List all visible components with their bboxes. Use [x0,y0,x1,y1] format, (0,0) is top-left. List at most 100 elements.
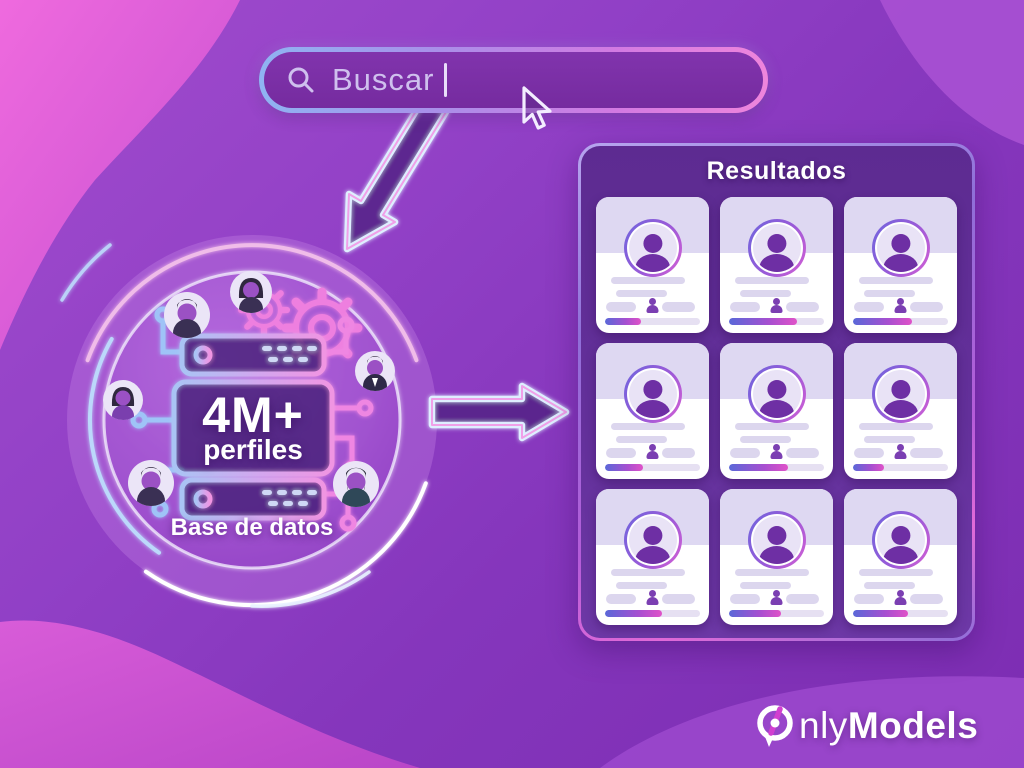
person-icon [628,370,677,418]
progress-bar [853,464,948,471]
profile-avatar [747,511,806,569]
profile-card[interactable] [844,489,957,625]
meta-tag-right [661,302,696,312]
profile-avatar [747,365,806,423]
beard-man-avatar [333,461,379,507]
person-icon [876,224,925,272]
wave-top-right [880,0,1024,145]
meta-tag-right [909,594,944,604]
profile-avatar [871,219,930,277]
wave-bottom-right [600,676,1024,768]
progress-fill [853,464,885,471]
small-person-icon [646,298,659,313]
database-avatars [103,271,395,507]
name-placeholder-line [858,277,934,284]
progress-fill [729,464,788,471]
meta-tag-left [730,302,760,312]
progress-fill [605,610,662,617]
small-person-icon [770,298,783,313]
person-icon [752,224,801,272]
progress-bar [605,610,700,617]
info-placeholder-line [616,290,668,297]
progress-bar [729,464,824,471]
meta-tag-left [854,302,884,312]
small-person-icon [894,444,907,459]
small-person-icon [894,298,907,313]
meta-tag-left [854,594,884,604]
wave-bottom-left [0,620,420,768]
info-placeholder-line [740,582,792,589]
profile-card[interactable] [720,489,833,625]
profile-card[interactable] [596,343,709,479]
profile-card[interactable] [844,343,957,479]
neon-arcs [60,243,428,608]
brand-name-regular: nly [799,705,848,746]
profile-avatar [871,511,930,569]
search-bar-field[interactable]: Buscar [264,52,763,108]
progress-fill [853,318,912,325]
progress-fill [729,318,798,325]
profile-card[interactable] [844,197,957,333]
info-placeholder-line [740,436,792,443]
profile-avatar [871,365,930,423]
database-count-label: perfiles [203,434,303,465]
info-placeholder-line [616,436,668,443]
meta-tag-right [785,448,820,458]
meta-tag-right [661,594,696,604]
woman-avatar [103,380,143,420]
name-placeholder-line [610,277,686,284]
search-bar[interactable]: Buscar [259,47,768,113]
name-placeholder-line [734,277,810,284]
progress-bar [729,318,824,325]
profile-card[interactable] [720,343,833,479]
name-placeholder-line [610,423,686,430]
progress-bar [605,464,700,471]
progress-fill [853,610,909,617]
person-icon [876,516,925,564]
profile-card[interactable] [596,197,709,333]
meta-tag-left [854,448,884,458]
name-placeholder-line [858,569,934,576]
progress-bar [605,318,700,325]
meta-tag-left [606,448,636,458]
meta-tag-right [785,594,820,604]
search-input-value: Buscar [332,62,435,97]
results-grid [596,197,957,625]
meta-tag-left [606,594,636,604]
man-avatar [164,292,210,338]
database-caption: Base de datos [170,514,334,541]
profile-avatar [623,219,682,277]
person-icon [628,224,677,272]
database-count: 4M+ [202,387,304,443]
progress-bar [853,610,948,617]
progress-fill [605,318,642,325]
small-person-icon [646,444,659,459]
profile-card[interactable] [596,489,709,625]
person-icon [752,370,801,418]
person-icon [628,516,677,564]
meta-tag-right [909,448,944,458]
person-icon [752,516,801,564]
meta-tag-left [730,594,760,604]
text-caret [444,63,448,97]
wave-top-left [0,0,240,350]
profile-card[interactable] [720,197,833,333]
search-icon [288,67,314,93]
results-panel-body: Resultados [581,146,972,638]
small-person-icon [646,590,659,605]
info-placeholder-line [864,436,916,443]
progress-bar [729,610,824,617]
profile-avatar [623,365,682,423]
small-person-icon [770,444,783,459]
meta-tag-right [785,302,820,312]
server-stack-icon [171,333,335,521]
meta-tag-left [730,448,760,458]
small-person-icon [894,590,907,605]
name-placeholder-line [734,423,810,430]
woman-avatar [230,271,272,313]
results-title: Resultados [706,157,847,185]
info-placeholder-line [616,582,668,589]
